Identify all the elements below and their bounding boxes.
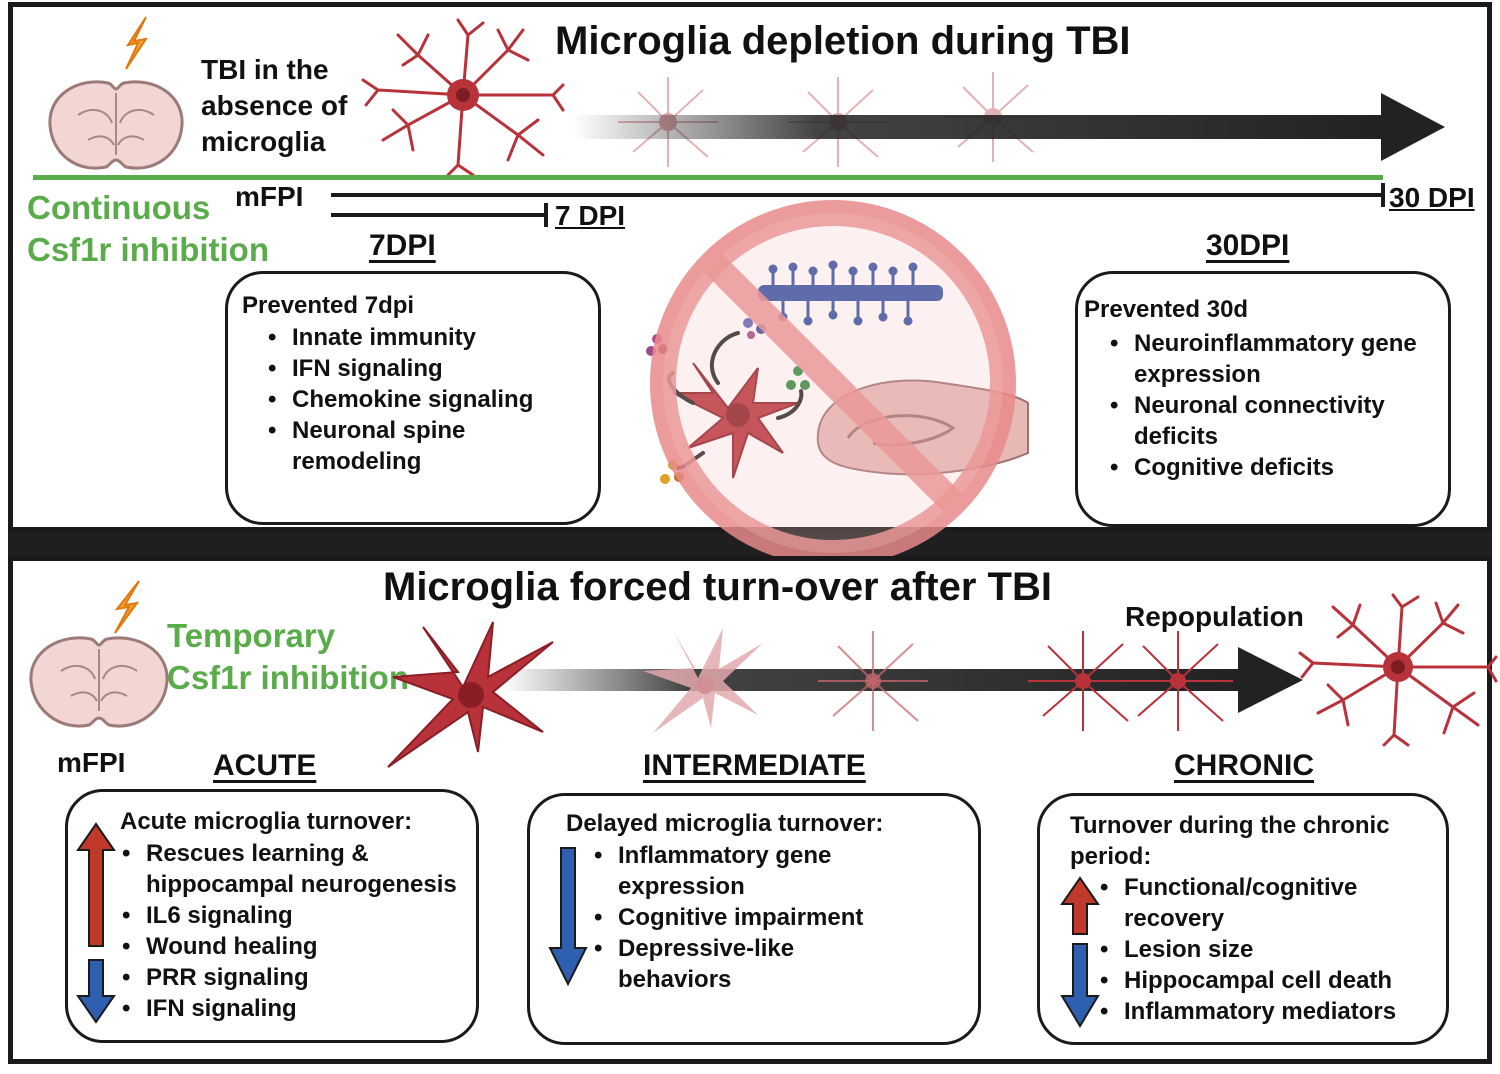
list-item: Innate immunity: [266, 322, 533, 353]
heading-30dpi: 30DPI: [1206, 229, 1290, 262]
green-timeline-line: [33, 175, 1383, 180]
list-item: Neuronal connectivity deficits: [1108, 390, 1417, 452]
list-item: Lesion size: [1098, 934, 1396, 965]
faded-microglia-icon: [643, 628, 763, 733]
intermediate-box: Delayed microglia turnover: Inflammatory…: [527, 793, 981, 1045]
list-item: Chemokine signaling: [266, 384, 533, 415]
temporary-inhibition-label: Temporary Csf1r inhibition: [167, 617, 409, 696]
top-title: Microglia depletion during TBI: [555, 19, 1131, 63]
prevented-7dpi-box: Prevented 7dpi Innate immunity IFN signa…: [225, 271, 601, 525]
brain-lightning-icon: [48, 16, 184, 170]
list-item: Functional/cognitive recovery: [1098, 872, 1396, 934]
list-item: PRR signaling: [120, 962, 457, 993]
tbi-label: TBI in the absence of microglia: [201, 54, 348, 157]
reactive-microglia-icon: [387, 621, 554, 768]
heading-intermediate: INTERMEDIATE: [643, 749, 866, 782]
repopulation-label: Repopulation: [1125, 601, 1304, 632]
list-item: Rescues learning & hippocampal neurogene…: [120, 838, 457, 900]
up-down-arrows-icon: [1060, 876, 1100, 1028]
no-microglia-illustration: [646, 200, 1029, 566]
heading-7dpi: 7DPI: [369, 229, 436, 262]
box-title: Acute microglia turnover:: [120, 808, 413, 835]
brain-lightning-icon: [29, 580, 169, 728]
box-title: Prevented 30d: [1084, 296, 1249, 323]
bottom-panel: Microglia forced turn-over after TBI Tem…: [8, 556, 1498, 1064]
list-item: Depressive-like behaviors: [592, 933, 863, 995]
top-panel: Microglia depletion during TBI TBI in th…: [8, 2, 1492, 566]
heading-acute: ACUTE: [213, 749, 317, 782]
continuous-inhibition-label: Continuous Csf1r inhibition: [27, 189, 269, 268]
box-title: Delayed microglia turnover:: [566, 810, 884, 837]
up-down-arrows-icon: [76, 822, 116, 1024]
list-item: Neuroinflammatory gene expression: [1108, 328, 1417, 390]
down-arrow-icon: [548, 847, 588, 987]
heading-chronic: CHRONIC: [1174, 749, 1314, 782]
list-item: Inflammatory mediators: [1098, 996, 1396, 1027]
box-title: Turnover during the chronic period:: [1070, 812, 1390, 870]
timeline-arrow: [573, 93, 1445, 161]
list-item: IFN signaling: [266, 353, 533, 384]
marker-30dpi: 30 DPI: [1389, 182, 1475, 213]
list-item: Cognitive impairment: [592, 902, 863, 933]
list-item: Wound healing: [120, 931, 457, 962]
microglia-cell-icon: [361, 18, 565, 177]
list-item: IFN signaling: [120, 993, 457, 1024]
repopulated-microglia-icon: [1298, 593, 1498, 747]
prevented-30d-box: Prevented 30d Neuroinflammatory gene exp…: [1075, 271, 1451, 527]
list-item: Cognitive deficits: [1108, 452, 1417, 483]
list-item: IL6 signaling: [120, 900, 457, 931]
dpi-timeline-bars: [331, 183, 1385, 227]
marker-7dpi: 7 DPI: [555, 200, 626, 231]
mfpi-label: mFPI: [57, 747, 126, 778]
mfpi-label: mFPI: [235, 181, 304, 212]
chronic-box: Turnover during the chronic period: Func…: [1037, 793, 1449, 1045]
repopulating-microglia-icons: [818, 631, 1233, 731]
box-title: Prevented 7dpi: [242, 292, 415, 319]
list-item: Neuronal spine remodeling: [266, 415, 533, 477]
acute-box: Acute microglia turnover: Rescues learni…: [65, 789, 479, 1043]
list-item: Hippocampal cell death: [1098, 965, 1396, 996]
bottom-title: Microglia forced turn-over after TBI: [383, 565, 1052, 609]
list-item: Inflammatory gene expression: [592, 840, 863, 902]
